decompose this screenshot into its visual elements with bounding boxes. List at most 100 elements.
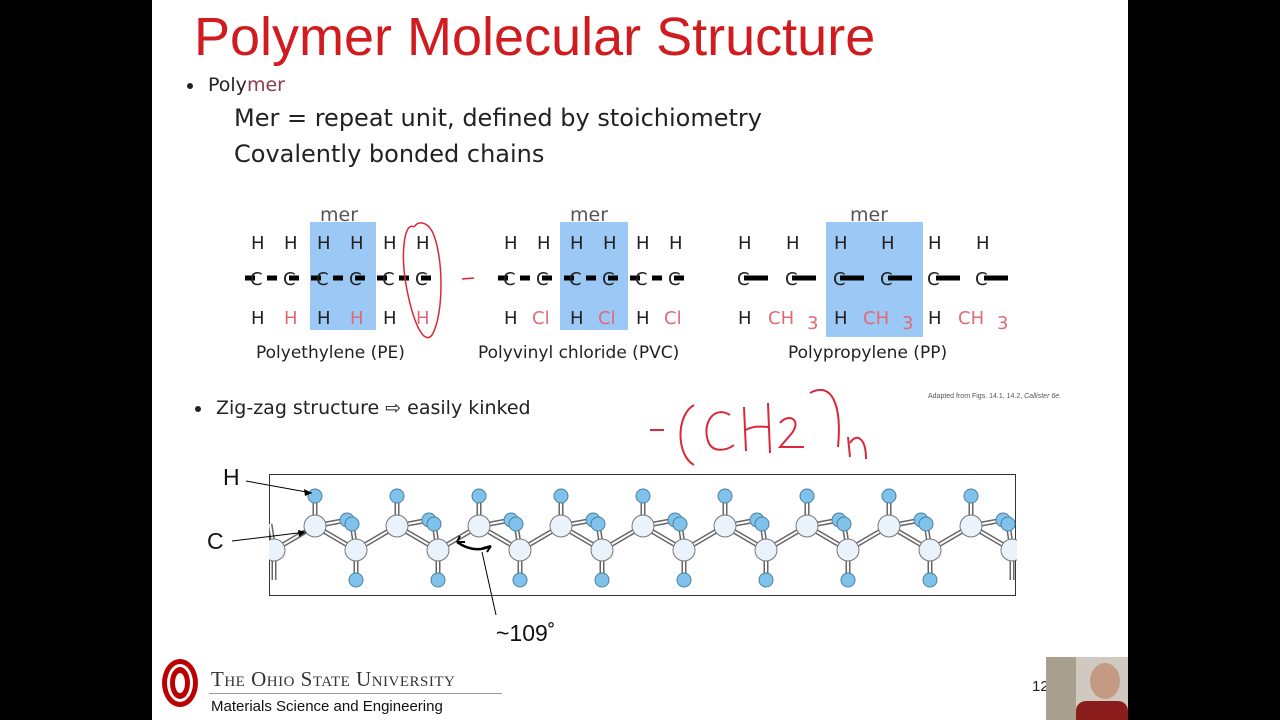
chain-atoms (269, 488, 1017, 588)
hydrogen-atom (635, 488, 651, 504)
webcam-shirt (1076, 701, 1128, 720)
bullet-zigzag: Zig-zag structure ⇨ easily kinked (216, 397, 531, 419)
pp-c: C (833, 269, 846, 290)
osu-logo-letter: O (179, 685, 182, 689)
pvc-c: C (602, 269, 615, 290)
hydrogen-atom (754, 516, 770, 532)
pe-h-top: H (251, 233, 265, 254)
pe-h-top: H (317, 233, 331, 254)
covalent-chains: Covalently bonded chains (234, 140, 545, 168)
hydrogen-atom (389, 488, 405, 504)
pp-h-bottom: H (834, 308, 848, 329)
pe-h-top: H (383, 233, 397, 254)
bullet-polymer: Polymer (208, 74, 285, 96)
pvc-cl: Cl (598, 308, 616, 329)
carbon-atom (754, 538, 778, 562)
pvc-c: C (569, 269, 582, 290)
hydrogen-atom (471, 488, 487, 504)
pp-h-top: H (834, 233, 848, 254)
slide-title: Polymer Molecular Structure (194, 7, 876, 67)
slide: Polymer Molecular Structure Polymer Mer … (152, 0, 1128, 720)
footer-rule (209, 693, 502, 694)
ink-close-paren (809, 388, 840, 448)
webcam-face (1090, 663, 1120, 699)
pe-c: C (316, 269, 329, 290)
hydrogen-atom (799, 488, 815, 504)
pp-c: C (975, 269, 988, 290)
hydrogen-atom (430, 572, 446, 588)
pvc-h-bottom: H (570, 308, 584, 329)
pvc-h-bottom: H (504, 308, 518, 329)
hydrogen-atom (963, 488, 979, 504)
pvc-h-top: H (669, 233, 683, 254)
carbon-atom (672, 538, 696, 562)
hydrogen-atom (344, 516, 360, 532)
hydrogen-atom (881, 488, 897, 504)
osu-logo: O (162, 659, 198, 707)
pvc-h-bottom: H (636, 308, 650, 329)
carbon-atom (385, 514, 409, 538)
pvc-h-top: H (504, 233, 518, 254)
pp-c: C (737, 269, 750, 290)
pvc-c: C (536, 269, 549, 290)
hydrogen-atom (426, 516, 442, 532)
hydrogen-atom (672, 516, 688, 532)
pe-h-bottom: H (251, 308, 265, 329)
molecule-diagrams: mer H H H H H H C C C C C C H H H H H H … (245, 204, 1012, 339)
ink-h (743, 402, 771, 454)
h-leader (245, 480, 313, 494)
pe-h-bottom: H (317, 308, 331, 329)
angle-arrowhead (482, 545, 492, 553)
department-name: Materials Science and Engineering (211, 698, 443, 715)
pvc-cl: Cl (664, 308, 682, 329)
pp-h-top: H (786, 233, 800, 254)
ink-paren (679, 404, 695, 466)
pe-h-bottom-red: H (416, 308, 430, 329)
pe-c: C (415, 269, 428, 290)
carbon-atom (918, 538, 942, 562)
hydrogen-atom (594, 572, 610, 588)
hydrogen-atom (922, 572, 938, 588)
pe-h-bottom-red: H (284, 308, 298, 329)
carbon-atom (877, 514, 901, 538)
carbon-atom (795, 514, 819, 538)
handwritten-annotation (650, 388, 867, 466)
hydrogen-atom (512, 572, 528, 588)
pe-h-bottom: H (383, 308, 397, 329)
hydrogen-atom (590, 516, 606, 532)
university-name: The Ohio State University (211, 667, 456, 691)
pvc-c: C (503, 269, 516, 290)
webcam-bookshelf (1046, 657, 1076, 720)
pvc-cl: Cl (532, 308, 550, 329)
pp-c: C (927, 269, 940, 290)
pp-subscript: 3 (997, 313, 1008, 334)
hydrogen-atom (1000, 516, 1016, 532)
carbon-atom (303, 514, 327, 538)
hydrogen-atom (508, 516, 524, 532)
pe-name: Polyethylene (PE) (256, 343, 405, 363)
pe-h-top: H (350, 233, 364, 254)
osu-logo-center (175, 673, 185, 693)
pp-ch: CH (768, 308, 794, 329)
pp-subscript: 3 (902, 313, 913, 334)
hydrogen-atom (918, 516, 934, 532)
hydrogen-atom (717, 488, 733, 504)
ink-n (847, 436, 867, 460)
pvc-c: C (668, 269, 681, 290)
zigzag-chain-diagram (269, 474, 1017, 596)
angle-arrowhead (456, 535, 465, 543)
pe-c: C (349, 269, 362, 290)
carbon-atom (426, 538, 450, 562)
h-leader-arrow (304, 489, 312, 496)
pp-name: Polypropylene (PP) (788, 343, 948, 363)
carbon-atom (959, 514, 983, 538)
credit-book: Callister 6e. (1024, 393, 1062, 400)
pp-h-top: H (881, 233, 895, 254)
carbon-atom (1000, 538, 1017, 562)
figure-credit: Adapted from Figs. 14.1, 14.2, Callister… (928, 393, 1061, 400)
pvc-h-top: H (537, 233, 551, 254)
pp-h-top: H (976, 233, 990, 254)
ink-dash (461, 277, 475, 280)
hydrogen-atom (348, 572, 364, 588)
pe-c: C (250, 269, 263, 290)
